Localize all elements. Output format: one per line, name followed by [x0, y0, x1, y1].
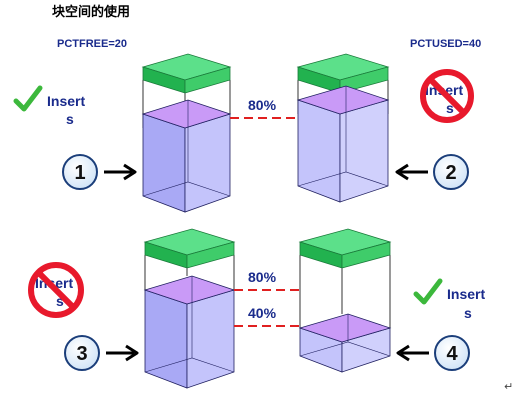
free-space-lid	[298, 228, 392, 269]
insert-label-suffix: s	[66, 111, 74, 127]
insert-label-suffix: s	[56, 293, 64, 309]
used-block	[143, 275, 236, 389]
panel-4-status: Insert s	[413, 278, 485, 321]
no-entry-icon	[28, 262, 84, 318]
arrow-right-icon	[104, 163, 137, 181]
page-title: 块空间的使用	[52, 4, 130, 20]
panel-2	[296, 53, 390, 203]
free-space-lid	[296, 53, 390, 94]
no-entry-icon	[420, 69, 474, 123]
arrow-right-icon	[106, 344, 139, 362]
step-number: 3	[76, 343, 87, 365]
step-number: 1	[74, 162, 85, 184]
step-number: 4	[446, 343, 458, 365]
threshold-80-label-bottom: 80%	[248, 269, 277, 285]
free-space-lid	[141, 53, 232, 94]
panel-3	[143, 228, 236, 389]
insert-label: Insert	[447, 286, 485, 302]
insert-label: Insert	[47, 93, 85, 109]
check-icon	[13, 85, 43, 112]
step-badge-2: 2	[433, 154, 469, 190]
insert-label-suffix: s	[446, 100, 454, 116]
free-space-lid	[143, 228, 236, 269]
used-block	[298, 313, 392, 373]
threshold-80-label: 80%	[248, 97, 277, 113]
step-badge-3: 3	[64, 335, 100, 371]
panel-4	[298, 228, 392, 373]
check-icon	[413, 278, 443, 305]
pctfree-label: PCTFREE=20	[57, 38, 127, 50]
step-badge-4: 4	[434, 335, 470, 371]
threshold-80-top: 80%	[230, 97, 298, 119]
panel-1-status: Insert s	[13, 85, 85, 127]
step-number: 2	[445, 162, 456, 184]
step-badge-1: 1	[62, 154, 98, 190]
panel-3-status: Insert s	[28, 262, 84, 318]
arrow-left-icon	[395, 163, 428, 181]
pctused-label: PCTUSED=40	[410, 38, 481, 50]
threshold-80-bottom: 80%	[234, 269, 300, 291]
panel-1	[141, 53, 232, 213]
used-block	[296, 85, 390, 203]
threshold-40-label: 40%	[248, 305, 277, 321]
panel-2-status: Insert s	[420, 69, 474, 123]
threshold-40: 40%	[234, 305, 300, 327]
used-block	[141, 99, 232, 213]
paragraph-end-mark: ↵	[504, 380, 513, 393]
insert-label-suffix: s	[464, 305, 472, 321]
arrow-left-icon	[396, 344, 429, 362]
